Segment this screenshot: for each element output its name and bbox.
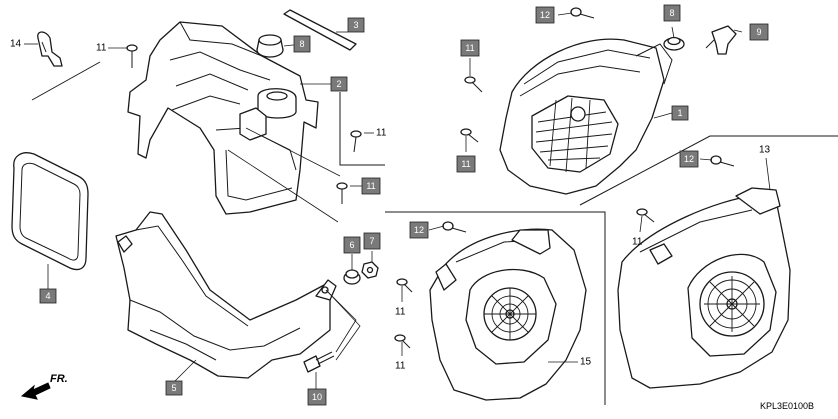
screw-11-upper-right-b <box>460 128 479 143</box>
screw-11-right <box>636 208 655 223</box>
svg-text:6: 6 <box>349 240 354 250</box>
grommet-part <box>256 34 284 58</box>
seal-strip-part <box>283 9 357 51</box>
label-11-left: 11 <box>96 43 107 54</box>
clamp-part <box>37 31 63 67</box>
callout-3: 3 <box>347 17 365 33</box>
svg-text:3: 3 <box>353 20 358 30</box>
callout-7: 7 <box>363 232 381 250</box>
label-11-lower-b: 11 <box>395 361 406 372</box>
screw-12-upper-right <box>570 7 595 19</box>
nut-part <box>361 261 379 279</box>
callout-11-upper-right-b: 11 <box>456 155 476 173</box>
grommet-part-right <box>663 36 685 51</box>
screw-11-upper-right-a <box>464 76 483 93</box>
callout-11-upper-right-a: 11 <box>460 39 480 57</box>
front-direction-arrow: FR. <box>20 373 68 400</box>
lower-shroud-part <box>115 211 337 379</box>
svg-text:8: 8 <box>669 8 674 18</box>
callout-5: 5 <box>165 380 183 396</box>
section-frame-center <box>339 92 385 166</box>
callout-1: 1 <box>671 105 689 121</box>
clip-part <box>705 25 737 55</box>
label-15: 15 <box>580 357 592 368</box>
svg-text:11: 11 <box>461 159 470 169</box>
callout-12-upper-right: 12 <box>535 6 555 24</box>
rubber-seal-part <box>11 152 89 271</box>
label-11-right: 11 <box>632 237 643 248</box>
callout-12-lower: 12 <box>409 221 429 239</box>
svg-text:11: 11 <box>465 43 474 53</box>
svg-text:12: 12 <box>540 10 550 20</box>
callout-8-center: 8 <box>293 35 311 53</box>
svg-text:12: 12 <box>414 225 424 235</box>
screw-11-left <box>126 44 138 68</box>
svg-text:5: 5 <box>171 383 176 393</box>
svg-text:8: 8 <box>299 39 304 49</box>
upper-shroud-part <box>127 21 319 215</box>
svg-text:7: 7 <box>369 236 374 246</box>
callout-11-center: 11 <box>361 177 381 195</box>
section-frame-lower <box>385 211 606 405</box>
collar-part <box>343 269 361 285</box>
screw-11-center-a <box>350 130 362 153</box>
section-frame-right <box>579 135 838 206</box>
fan-cover-lower-part <box>429 228 587 401</box>
svg-text:4: 4 <box>45 291 50 301</box>
label-11-lower-a: 11 <box>395 307 406 318</box>
screw-12-right <box>710 155 735 167</box>
callout-12-right: 12 <box>679 150 699 168</box>
diagram-code: KPL3E0100B <box>760 401 814 411</box>
fan-cover-part <box>499 38 673 195</box>
callout-10: 10 <box>307 388 327 406</box>
callout-4: 4 <box>39 288 57 304</box>
svg-text:10: 10 <box>312 392 322 402</box>
label-14: 14 <box>10 39 22 50</box>
svg-text:FR.: FR. <box>50 373 68 385</box>
svg-text:11: 11 <box>366 181 375 191</box>
fan-cover-right-part <box>617 187 791 389</box>
screw-11-lower-b <box>394 334 411 349</box>
screw-11-lower-a <box>396 278 413 293</box>
svg-text:9: 9 <box>756 27 761 37</box>
callout-8-right: 8 <box>663 4 681 22</box>
callout-2: 2 <box>330 76 348 92</box>
screw-11-center-b <box>336 182 348 204</box>
svg-text:1: 1 <box>677 108 682 118</box>
leader-lines <box>24 12 771 389</box>
section-frame-left <box>31 61 101 101</box>
label-11-center: 11 <box>376 128 387 139</box>
collar-bolt-part <box>303 351 335 373</box>
label-13: 13 <box>759 145 771 156</box>
screw-12-lower <box>442 221 467 233</box>
svg-text:12: 12 <box>684 154 694 164</box>
callout-6: 6 <box>343 236 361 254</box>
svg-text:2: 2 <box>336 79 341 89</box>
callout-9: 9 <box>749 23 769 41</box>
